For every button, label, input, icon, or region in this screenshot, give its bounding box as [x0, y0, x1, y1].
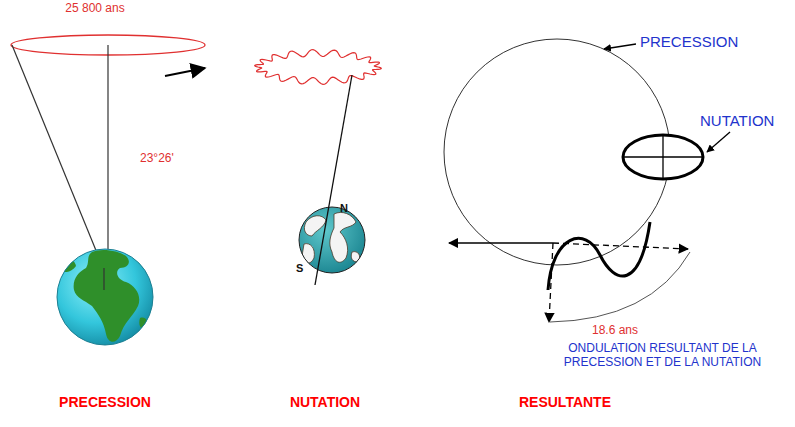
tilted-axis	[12, 45, 104, 270]
undulation-curve	[548, 222, 650, 290]
continents	[58, 250, 152, 342]
continents	[302, 212, 360, 263]
earth-globe	[57, 249, 153, 345]
rotation-arrow	[165, 68, 205, 76]
pointer-arrow	[604, 44, 636, 49]
wavy-cone-rim	[255, 50, 382, 85]
callout-label: NUTATION	[700, 112, 774, 129]
callout-label: PRECESSION	[640, 33, 738, 50]
period-label: 25 800 ans	[40, 2, 150, 16]
pole-label: S	[296, 262, 303, 275]
panel-title: RESULTANTE	[480, 394, 650, 410]
axis-vector	[449, 242, 553, 243]
resultant-figure	[444, 39, 730, 322]
wavy-rim-path	[255, 50, 382, 85]
pointer-arrow	[707, 132, 730, 152]
angle-label: 23°26'	[140, 152, 174, 166]
precession-figure	[11, 35, 205, 345]
nutation-ellipse	[623, 135, 703, 179]
period-label: 18.6 ans	[592, 324, 638, 338]
panel-title: PRECESSION	[20, 394, 190, 410]
panel-title: NUTATION	[250, 394, 400, 410]
vertical-axis	[107, 45, 108, 270]
caption-note: ONDULATION RESULTANT DE LA PRECESSION ET…	[555, 342, 770, 370]
period-arc	[550, 252, 690, 322]
earth-axis	[315, 75, 352, 285]
pole-label: N	[340, 202, 348, 215]
nutation-figure	[255, 50, 382, 285]
dashed-vector	[553, 243, 688, 249]
earth-globe	[299, 207, 365, 273]
